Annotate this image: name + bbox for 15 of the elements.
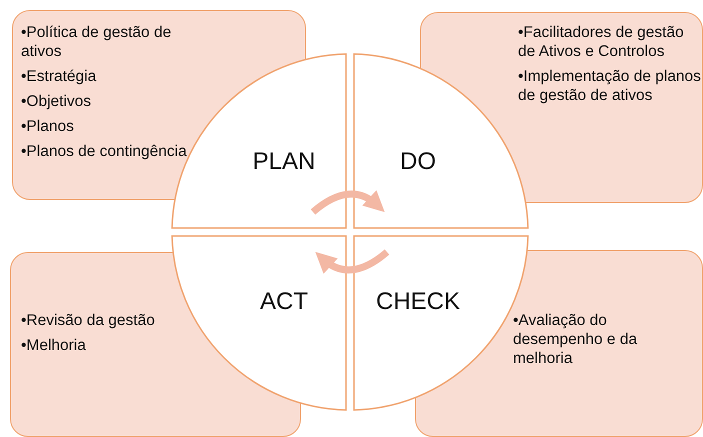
- bullet-text: •Planos de contingência: [21, 142, 188, 161]
- bullet-text: •Melhoria: [21, 336, 87, 355]
- bullet-text: •Política de gestão de ativos: [21, 23, 172, 61]
- bullet-text: •Implementação de planos de gestão de ativos: [518, 67, 702, 105]
- phase-label: DO: [400, 148, 436, 176]
- bullet-text: •Estratégia: [21, 67, 98, 86]
- bullet-text: •Avaliação do desempenho e da melhoria: [513, 311, 638, 368]
- phase-label: ACT: [260, 288, 308, 316]
- bullet-text: •Objetivos: [21, 92, 92, 111]
- bullet-text: •Revisão da gestão: [21, 311, 156, 330]
- bullet-text: •Facilitadores de gestão de Ativos e Controlos: [518, 23, 685, 61]
- phase-label: PLAN: [252, 148, 316, 176]
- bullet-text: •Planos: [21, 117, 75, 136]
- quadrant-segment: [172, 236, 346, 410]
- phase-label: CHECK: [376, 288, 460, 316]
